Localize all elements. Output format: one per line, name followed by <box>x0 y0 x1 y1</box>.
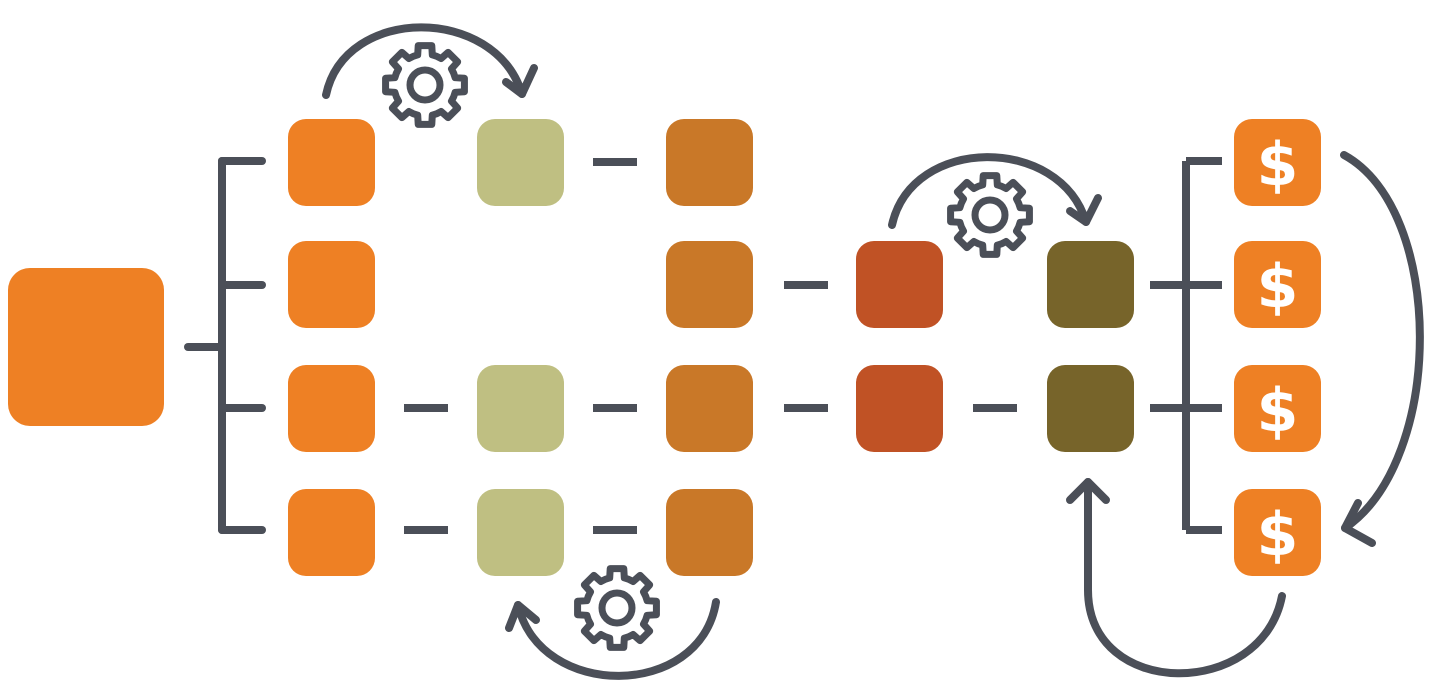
dollar-block-1: $ <box>1234 119 1321 206</box>
gear-hub <box>406 66 444 104</box>
arrow-head-2 <box>505 601 540 632</box>
dollar-block-4: $ <box>1234 489 1321 576</box>
dollar-block-2: $ <box>1234 241 1321 328</box>
dollar-icon: $ <box>1257 252 1299 322</box>
stage1-block-3 <box>288 365 375 452</box>
stage2-block-1 <box>477 119 564 206</box>
stage3-block-1 <box>666 119 753 206</box>
curved-arrow-icon <box>888 153 1090 229</box>
arrow-head-4 <box>1341 499 1376 547</box>
stage5-block-2 <box>1047 241 1134 328</box>
curved-arrow-icon <box>322 23 526 99</box>
stage3-block-3 <box>666 365 753 452</box>
dollar-block-3: $ <box>1234 365 1321 452</box>
stage4-block-2 <box>856 241 943 328</box>
arrow-head-3 <box>1066 194 1102 226</box>
gear-body <box>382 42 468 128</box>
stage1-block-2 <box>288 241 375 328</box>
curved-arrow-icon <box>1340 151 1424 532</box>
stage2-block-3 <box>477 365 564 452</box>
source-block <box>8 268 164 426</box>
left-tree-connector <box>184 157 266 534</box>
stage5-block-3 <box>1047 365 1134 452</box>
stage3-block-4 <box>666 489 753 576</box>
curved-arrow-icon <box>514 598 720 680</box>
gear-body <box>947 172 1033 258</box>
curved-arrow-icon <box>1084 478 1286 678</box>
stage2-block-4 <box>477 489 564 576</box>
gear-icon <box>574 565 660 651</box>
dollar-icon: $ <box>1257 130 1299 200</box>
stage1-block-4 <box>288 489 375 576</box>
arrow-head-1 <box>502 64 538 98</box>
dollar-icon: $ <box>1257 376 1299 446</box>
stage1-block-1 <box>288 119 375 206</box>
stage4-block-3 <box>856 365 943 452</box>
right-tree-connector <box>1150 157 1222 534</box>
gear-hub <box>598 589 636 627</box>
gear-icon <box>947 172 1033 258</box>
gear-hub <box>971 196 1009 234</box>
dollar-icon: $ <box>1257 500 1299 570</box>
stage3-block-2 <box>666 241 753 328</box>
dash-connectors <box>404 158 1017 534</box>
gear-icon <box>382 42 468 128</box>
gear-body <box>574 565 660 651</box>
arrow-head-5 <box>1066 478 1110 504</box>
